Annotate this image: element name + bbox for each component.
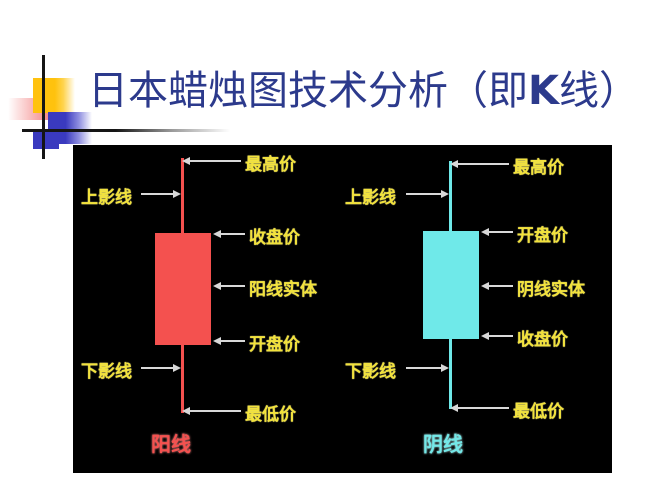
decoration-horizontal-rule xyxy=(22,129,230,132)
bearish-close-label: 收盘价 xyxy=(517,330,568,350)
bearish-lower-shadow-arrow xyxy=(406,364,449,372)
bullish-close-arrow xyxy=(213,230,245,238)
bullish-lower-shadow-label: 下影线 xyxy=(81,362,132,382)
page-title-suffix: 线） xyxy=(559,68,639,114)
arrow-head-icon xyxy=(173,364,181,372)
arrow-head-icon xyxy=(182,407,190,415)
arrow-head-icon xyxy=(173,190,181,198)
bearish-upper-shadow-label: 上影线 xyxy=(345,188,396,208)
decoration-yellow-square xyxy=(33,78,75,113)
bearish-close-arrow xyxy=(481,332,513,340)
arrow-head-icon xyxy=(481,228,489,236)
bearish-lower-wick xyxy=(449,339,452,409)
bullish-low-arrow xyxy=(182,407,241,415)
bearish-low-label: 最低价 xyxy=(513,402,564,422)
bullish-lower-wick xyxy=(181,345,184,413)
arrow-head-icon xyxy=(481,332,489,340)
bearish-high-arrow xyxy=(450,160,509,168)
bearish-name-label: 阴线 xyxy=(423,432,463,456)
bullish-body xyxy=(155,233,211,345)
decoration-blue-square xyxy=(33,129,59,149)
bullish-lower-shadow-arrow xyxy=(141,364,181,372)
bullish-close-label: 收盘价 xyxy=(249,228,300,248)
bearish-open-arrow xyxy=(481,228,513,236)
candlestick-diagram-panel: 最高价 上影线 收盘价 阳线实体 开盘价 下影线 最低价 阳线 最高价 上影线 xyxy=(73,145,612,473)
bullish-upper-wick xyxy=(181,158,184,233)
arrow-head-icon xyxy=(213,282,221,290)
bearish-high-label: 最高价 xyxy=(513,158,564,178)
arrow-head-icon xyxy=(481,282,489,290)
bullish-open-label: 开盘价 xyxy=(249,335,300,355)
bearish-upper-wick xyxy=(449,161,452,231)
bearish-upper-shadow-arrow xyxy=(406,190,449,198)
bullish-body-arrow xyxy=(213,282,245,290)
bearish-lower-shadow-label: 下影线 xyxy=(345,362,396,382)
bullish-upper-shadow-arrow xyxy=(141,190,181,198)
bullish-open-arrow xyxy=(213,337,245,345)
arrow-head-icon xyxy=(182,157,190,165)
title-decoration xyxy=(0,55,230,163)
arrow-head-icon xyxy=(441,364,449,372)
bearish-body xyxy=(423,231,479,339)
bearish-body-label: 阴线实体 xyxy=(517,280,585,300)
bullish-upper-shadow-label: 上影线 xyxy=(81,188,132,208)
bullish-high-label: 最高价 xyxy=(245,155,296,175)
bearish-low-arrow xyxy=(450,404,509,412)
arrow-head-icon xyxy=(450,160,458,168)
decoration-vertical-rule xyxy=(42,55,45,159)
bearish-body-arrow xyxy=(481,282,513,290)
bullish-low-label: 最低价 xyxy=(245,405,296,425)
bullish-high-arrow xyxy=(182,157,241,165)
arrow-head-icon xyxy=(213,230,221,238)
page-title-bold-k: K xyxy=(528,68,559,114)
bullish-body-label: 阳线实体 xyxy=(249,280,317,300)
arrow-head-icon xyxy=(441,190,449,198)
bearish-open-label: 开盘价 xyxy=(517,226,568,246)
page-title: 日本蜡烛图技术分析（即K线） xyxy=(88,68,639,114)
bullish-name-label: 阳线 xyxy=(151,432,191,456)
arrow-head-icon xyxy=(450,404,458,412)
arrow-head-icon xyxy=(213,337,221,345)
page-title-prefix: 日本蜡烛图技术分析（即 xyxy=(88,68,528,114)
